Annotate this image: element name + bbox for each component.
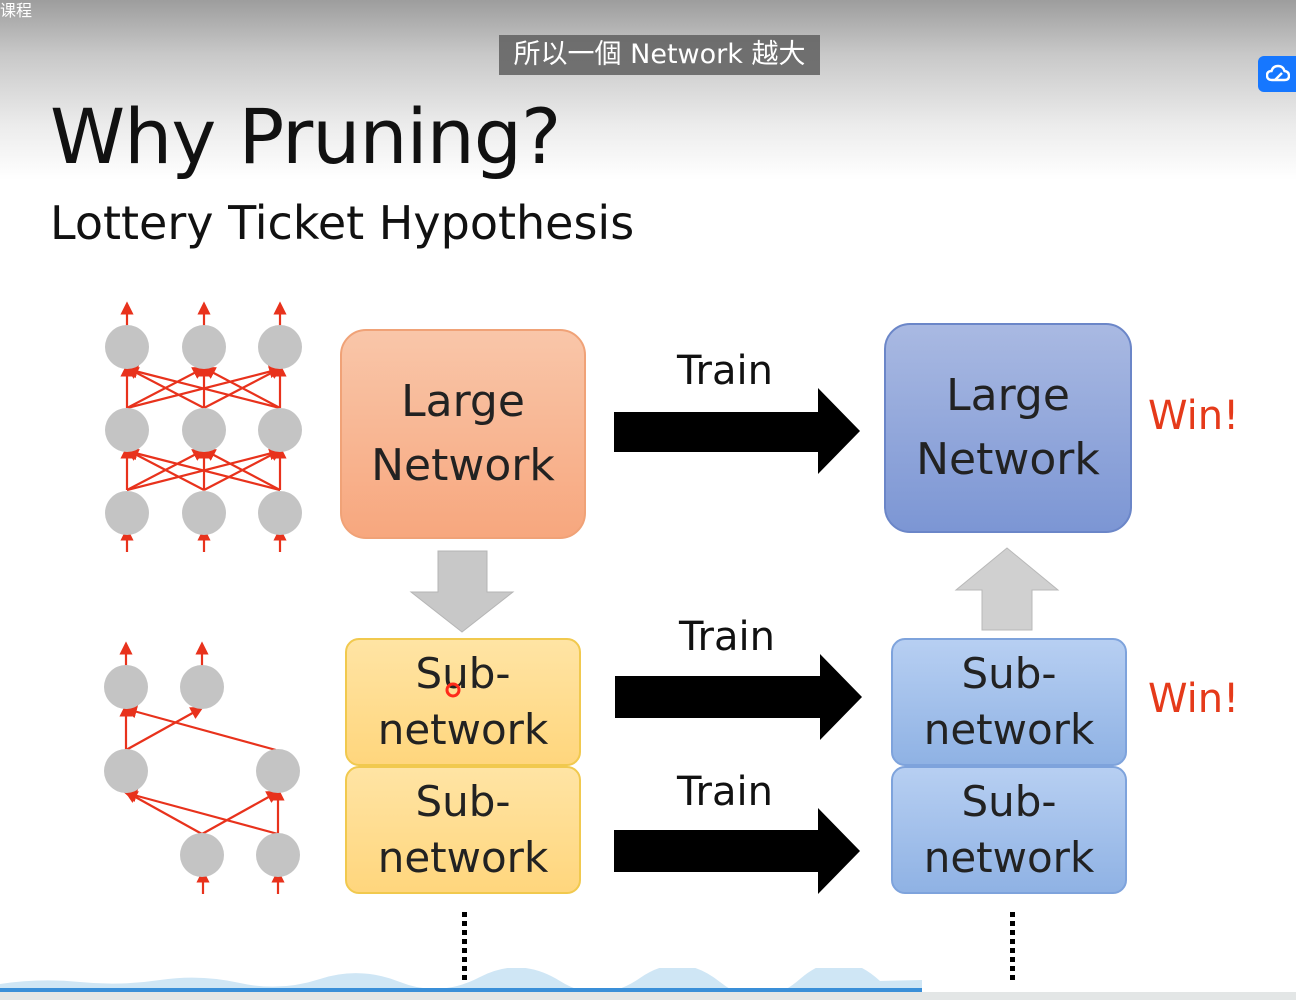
- pruned-network-nodes: [104, 665, 300, 877]
- subnetwork-box-right-2: Sub- network: [891, 766, 1127, 894]
- slide-top-shadow: [0, 0, 1296, 180]
- train-label-bottom: Train: [677, 769, 773, 815]
- large-network-nodes: [105, 325, 302, 535]
- slide-title: Why Pruning?: [50, 92, 561, 181]
- audio-waveform: [0, 968, 922, 990]
- subnetwork-box-right-1: Sub- network: [891, 638, 1127, 766]
- slide-subtitle: Lottery Ticket Hypothesis: [50, 196, 635, 250]
- video-caption: 所以一個 Network 越大: [499, 35, 820, 75]
- video-progress-bar[interactable]: [0, 988, 922, 992]
- init-up-arrow: [954, 547, 1060, 631]
- subnetwork-box-left-1: Sub- network: [345, 638, 581, 766]
- train-arrow-middle: [615, 654, 862, 740]
- continuation-dots-right: [1010, 912, 1015, 980]
- cloud-icon: [1266, 64, 1290, 82]
- pruned-network-graph: [119, 641, 285, 894]
- train-label-top: Train: [677, 348, 773, 394]
- window-corner-label: 课程: [0, 1, 33, 20]
- train-label-middle: Train: [679, 614, 775, 660]
- large-network-box-left: Large Network: [340, 329, 586, 539]
- continuation-dots-left: [462, 912, 467, 980]
- video-progress-track[interactable]: [0, 992, 1296, 1000]
- prune-down-arrow: [409, 550, 515, 633]
- large-network-box-right: Large Network: [884, 323, 1132, 533]
- train-arrow-bottom: [614, 808, 860, 894]
- train-arrow-top: [614, 388, 860, 474]
- win-label-bottom: Win!: [1148, 676, 1240, 722]
- large-network-graph: [120, 301, 287, 552]
- cloud-button[interactable]: [1258, 56, 1296, 92]
- subnetwork-box-left-2: Sub- network: [345, 766, 581, 894]
- win-label-top: Win!: [1148, 393, 1240, 439]
